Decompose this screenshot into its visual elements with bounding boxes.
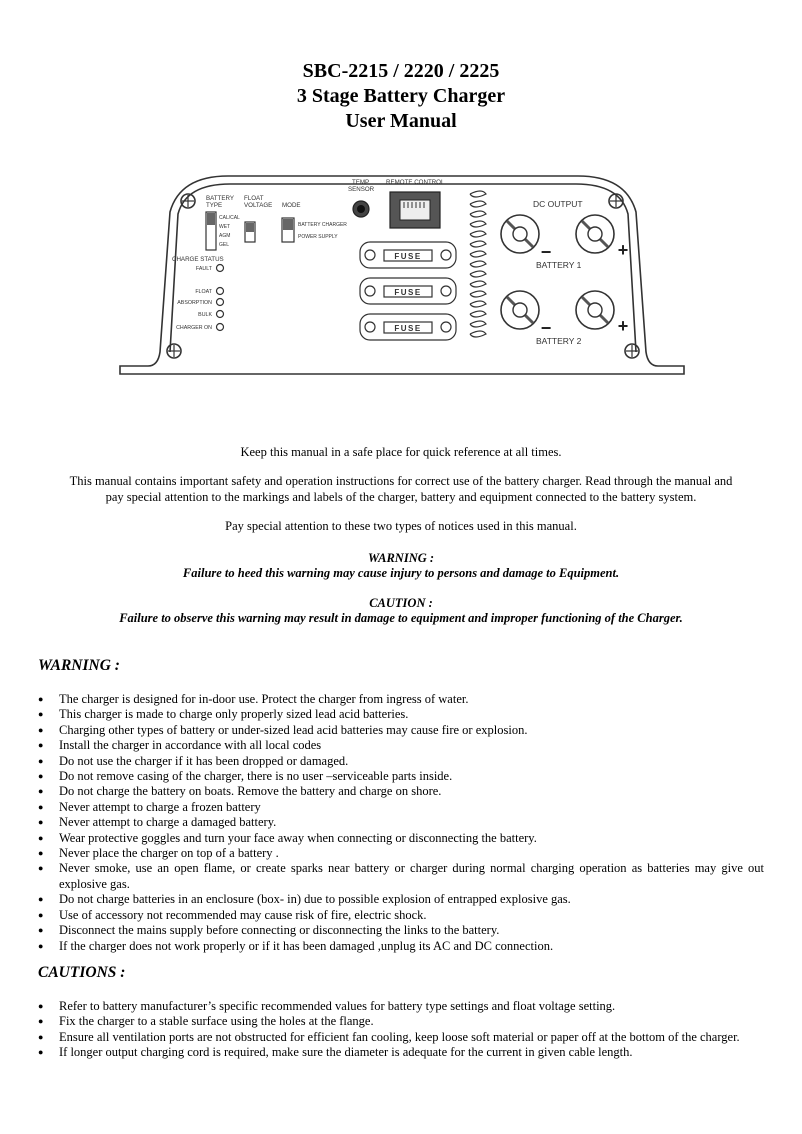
list-item: Fix the charger to a stable surface usin… <box>38 1014 764 1030</box>
svg-text:GEL: GEL <box>219 242 229 248</box>
svg-text:CHARGER ON: CHARGER ON <box>176 325 212 331</box>
list-item: Do not charge the battery on boats. Remo… <box>38 784 764 800</box>
svg-text:+: + <box>618 240 629 260</box>
svg-text:VOLTAGE: VOLTAGE <box>244 202 272 209</box>
svg-text:POWER SUPPLY: POWER SUPPLY <box>298 234 338 240</box>
battery1-label: BATTERY 1 <box>536 260 582 270</box>
caution-notice-label: CAUTION : <box>369 596 433 610</box>
svg-text:BULK: BULK <box>198 312 212 318</box>
list-item: If longer output charging cord is requir… <box>38 1045 764 1061</box>
list-item: Never smoke, use an open flame, or creat… <box>38 861 764 892</box>
charger-front-panel-diagram: BATTERY TYPE FLOAT VOLTAGE MODE TEMP SEN… <box>119 175 685 375</box>
fuse-holder <box>359 241 457 269</box>
ventilation-slots <box>469 190 487 338</box>
list-item: Never place the charger on top of a batt… <box>38 846 764 862</box>
list-item: Charging other types of battery or under… <box>38 723 764 739</box>
title-model: SBC-2215 / 2220 / 2225 <box>302 60 500 82</box>
dc-output-label: DC OUTPUT <box>533 199 583 209</box>
warnings-heading: WARNING : <box>38 657 120 674</box>
manual-contains-line1: This manual contains important safety an… <box>69 474 733 488</box>
list-item: This charger is made to charge only prop… <box>38 707 764 723</box>
svg-text:SENSOR: SENSOR <box>348 186 375 193</box>
svg-text:CAL/CAL: CAL/CAL <box>219 215 240 221</box>
list-item: Refer to battery manufacturer’s specific… <box>38 999 764 1015</box>
list-item: If the charger does not work properly or… <box>38 939 764 955</box>
list-item: Disconnect the mains supply before conne… <box>38 923 764 939</box>
battery2-label: BATTERY 2 <box>536 336 582 346</box>
cautions-list: Refer to battery manufacturer’s specific… <box>38 999 764 1061</box>
svg-text:−: − <box>541 318 552 338</box>
fuse-holder <box>359 313 457 341</box>
mode-label: MODE <box>282 202 301 209</box>
title-product: 3 Stage Battery Charger <box>296 85 506 107</box>
title-user-manual: User Manual <box>345 110 457 132</box>
list-item: Never attempt to charge a frozen battery <box>38 800 764 816</box>
cautions-heading: CAUTIONS : <box>38 964 126 981</box>
list-item: Ensure all ventilation ports are not obs… <box>38 1030 764 1046</box>
pay-attention-text: Pay special attention to these two types… <box>225 519 577 533</box>
charger-on-led <box>215 322 225 332</box>
list-item: The charger is designed for in-door use.… <box>38 692 764 708</box>
list-item: Use of accessory not recommended may cau… <box>38 908 764 924</box>
list-item: Wear protective goggles and turn your fa… <box>38 831 764 847</box>
list-item: Do not charge batteries in an enclosure … <box>38 892 764 908</box>
fuse-label: FUSE <box>394 324 421 333</box>
manual-contains-line2: pay special attention to the markings an… <box>105 490 697 504</box>
caution-notice-text: Failure to observe this warning may resu… <box>119 611 683 625</box>
svg-text:WET: WET <box>219 224 230 230</box>
fault-led <box>215 263 225 273</box>
svg-text:ABSORPTION: ABSORPTION <box>177 300 212 306</box>
warnings-list: The charger is designed for in-door use.… <box>38 692 764 954</box>
warning-notice-label: WARNING : <box>367 551 435 565</box>
charge-status-label: CHARGE STATUS <box>172 256 224 263</box>
mode-switch <box>281 217 295 243</box>
svg-text:TYPE: TYPE <box>206 202 222 209</box>
battery-type-switch <box>205 211 217 251</box>
temp-sensor-label: TEMP <box>352 179 369 186</box>
float-led <box>215 286 225 296</box>
fuse-label: FUSE <box>394 252 421 261</box>
float-voltage-label: FLOAT <box>244 195 264 202</box>
fuse-label: FUSE <box>394 288 421 297</box>
float-voltage-switch <box>244 221 256 243</box>
svg-text:FLOAT: FLOAT <box>195 289 212 295</box>
absorption-led <box>215 297 225 307</box>
warning-notice-text: Failure to heed this warning may cause i… <box>182 566 620 580</box>
svg-text:−: − <box>541 242 552 262</box>
svg-text:FAULT: FAULT <box>196 266 213 272</box>
svg-text:BATTERY CHARGER: BATTERY CHARGER <box>298 222 347 228</box>
list-item: Never attempt to charge a damaged batter… <box>38 815 764 831</box>
list-item: Do not remove casing of the charger, the… <box>38 769 764 785</box>
keep-manual-text: Keep this manual in a safe place for qui… <box>240 445 562 459</box>
remote-control-label: REMOTE CONTROL <box>386 179 445 186</box>
list-item: Install the charger in accordance with a… <box>38 738 764 754</box>
battery-type-label: BATTERY <box>206 195 234 202</box>
bulk-led <box>215 309 225 319</box>
fuse-holder <box>359 277 457 305</box>
list-item: Do not use the charger if it has been dr… <box>38 754 764 770</box>
svg-text:+: + <box>618 316 629 336</box>
svg-text:AGM: AGM <box>219 233 230 239</box>
